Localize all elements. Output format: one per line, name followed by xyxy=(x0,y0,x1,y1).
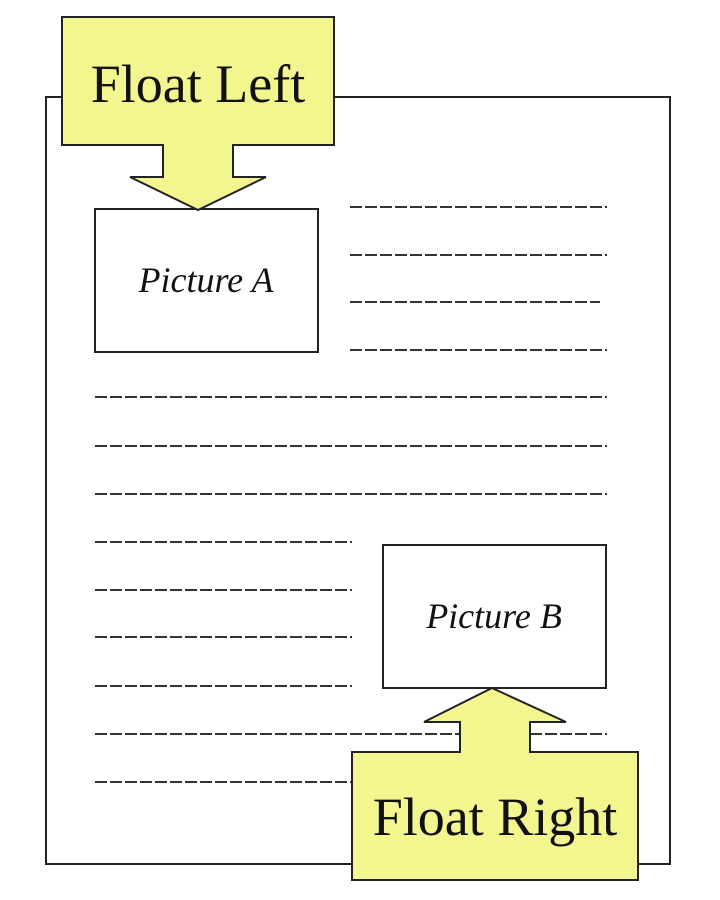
float-left-callout: Float Left xyxy=(61,16,335,212)
picture-a-label: Picture A xyxy=(138,260,275,300)
float-left-arrow xyxy=(61,16,335,212)
float-right-arrow xyxy=(351,686,639,881)
text-lines-right-of-picture-a xyxy=(350,206,607,351)
picture-b-label: Picture B xyxy=(425,596,562,636)
picture-b-frame xyxy=(382,544,607,689)
text-lines-left-of-picture-b xyxy=(95,541,607,783)
float-right-callout: Float Right xyxy=(351,686,639,881)
picture-a-box: Picture A xyxy=(94,208,319,353)
picture-b-box: Picture B xyxy=(382,544,607,689)
float-right-label: Float Right xyxy=(373,787,618,847)
float-left-label: Float Left xyxy=(91,54,305,114)
text-lines-full-width xyxy=(95,396,607,495)
picture-a-frame xyxy=(94,208,319,353)
